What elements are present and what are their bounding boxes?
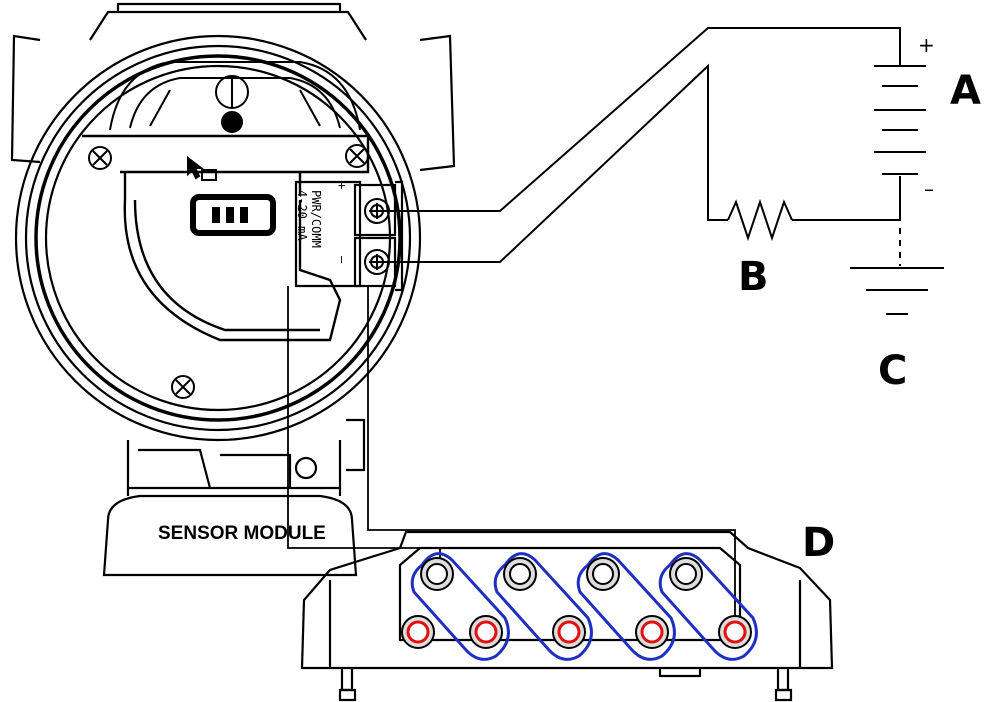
resistor-symbol bbox=[727, 198, 793, 242]
terminal-label-current: 4-20 mA bbox=[295, 190, 309, 241]
label-c: C bbox=[878, 348, 907, 394]
junction-terminal-top-4 bbox=[669, 557, 703, 591]
display-slot bbox=[190, 194, 276, 236]
terminal-screw-minus bbox=[364, 249, 390, 275]
terminal-label-pwr-comm: PWR/COMM bbox=[309, 190, 323, 248]
junction-box bbox=[300, 530, 834, 702]
terminal-plus-sign: + bbox=[335, 182, 349, 189]
junction-terminal-top-3 bbox=[586, 557, 620, 591]
power-supply-symbol bbox=[874, 65, 926, 175]
junction-terminal-bottom-4 bbox=[635, 615, 669, 649]
label-b: B bbox=[738, 254, 769, 300]
loop-wiring bbox=[385, 27, 901, 266]
terminal-minus-sign: – bbox=[335, 256, 349, 264]
junction-bottom-terminals bbox=[401, 615, 752, 649]
supply-minus-sign: – bbox=[924, 177, 934, 201]
junction-terminal-bottom-2 bbox=[469, 615, 503, 649]
jumper-loops bbox=[410, 552, 758, 661]
junction-terminal-top-2 bbox=[503, 557, 537, 591]
cursor-arrow-icon bbox=[187, 155, 217, 181]
plate-screw-left bbox=[88, 146, 112, 170]
supply-plus-sign: + bbox=[918, 33, 935, 57]
electronics-plate bbox=[82, 134, 370, 342]
terminal-block bbox=[294, 180, 404, 292]
junction-terminal-bottom-3 bbox=[552, 615, 586, 649]
ground-symbol bbox=[850, 267, 944, 315]
top-recess bbox=[109, 61, 361, 133]
junction-top-terminals bbox=[420, 557, 703, 591]
plate-screw-right bbox=[345, 144, 369, 168]
junction-terminal-top-1 bbox=[420, 557, 454, 591]
label-a: A bbox=[950, 68, 981, 114]
junction-terminal-bottom-1 bbox=[401, 615, 435, 649]
label-d: D bbox=[802, 520, 835, 566]
junction-terminal-bottom-5 bbox=[718, 615, 752, 649]
sensor-module bbox=[102, 418, 366, 577]
housing-screw-bottom bbox=[171, 375, 195, 399]
sensor-module-label: SENSOR MODULE bbox=[158, 523, 326, 544]
